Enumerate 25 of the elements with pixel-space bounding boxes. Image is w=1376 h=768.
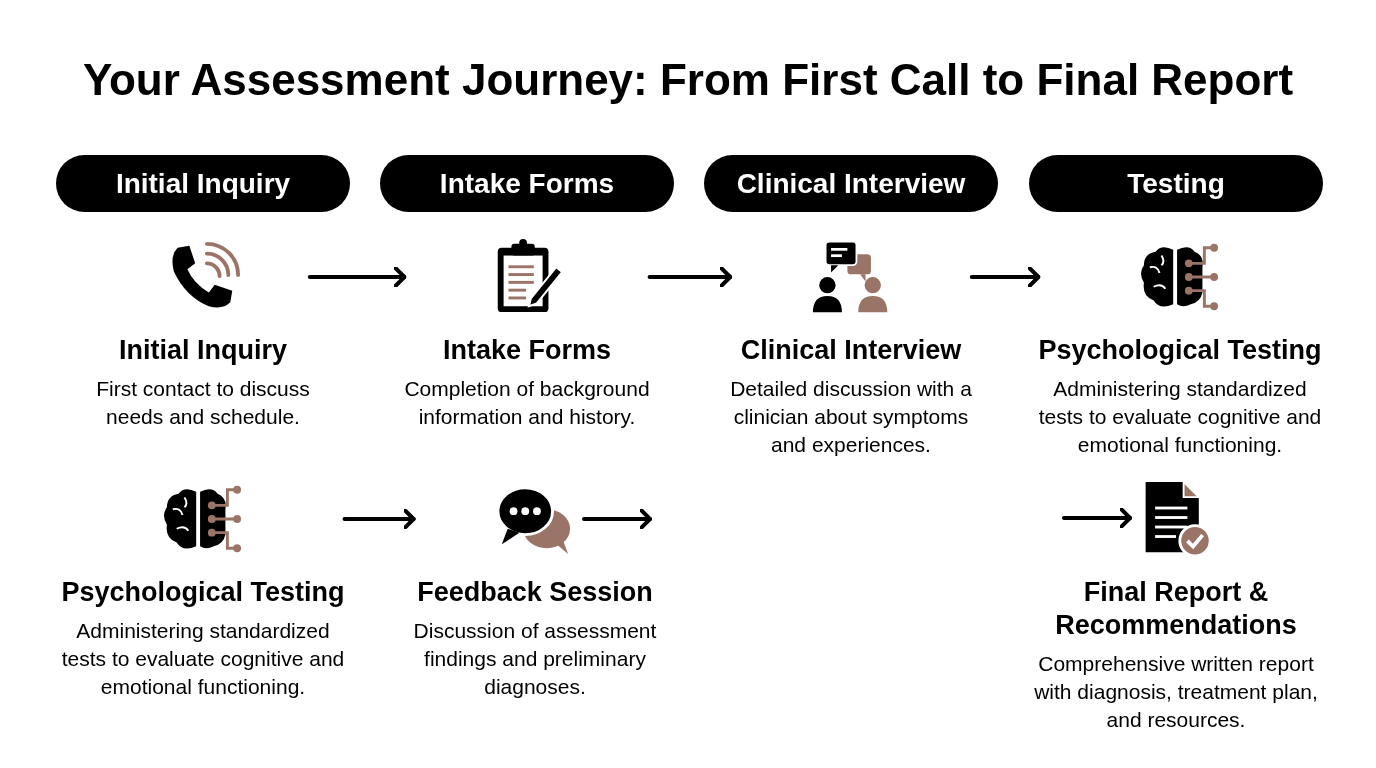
arrow <box>307 266 407 288</box>
step-description: Administering standardized tests to evaluate cognitive and emotional functioning. <box>1037 376 1323 458</box>
step-description: Comprehensive written report with diagnosis, treatment plan, and resources. <box>1033 651 1319 733</box>
step-heading: Feedback Session <box>417 576 653 609</box>
title: Your Assessment Journey: From First Call to Final Report <box>81 54 1295 106</box>
step-heading: Psychological Testing <box>1038 334 1322 367</box>
step-description: First contact to discuss needs and schedule. <box>95 376 311 430</box>
stage-pill: Initial Inquiry <box>56 155 350 212</box>
step-description: Discussion of assessment findings and preliminary diagnoses. <box>412 618 658 700</box>
step-heading: Clinical Interview <box>740 334 962 367</box>
step-heading: Final Report & Recommendations <box>1054 576 1298 642</box>
step-description: Detailed discussion with a clinician about symptoms and experiences. <box>729 376 973 458</box>
arrow <box>582 508 652 530</box>
arrow <box>969 266 1041 288</box>
arrow <box>1062 507 1132 529</box>
step-heading: Intake Forms <box>442 334 612 367</box>
stage-pill: Intake Forms <box>380 155 674 212</box>
arrow <box>647 266 733 288</box>
stage-pill: Clinical Interview <box>704 155 998 212</box>
arrow <box>342 508 416 530</box>
step-description: Completion of background information and history. <box>403 376 651 430</box>
step-description: Administering standardized tests to evaluate cognitive and emotional functioning. <box>60 618 346 700</box>
step-heading: Psychological Testing <box>61 576 345 609</box>
step-heading: Initial Inquiry <box>119 334 287 367</box>
stage-pill: Testing <box>1029 155 1323 212</box>
